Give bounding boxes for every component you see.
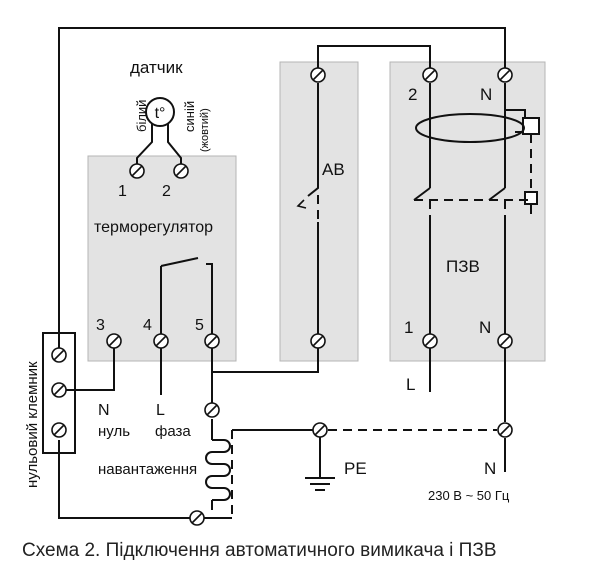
- pe-label: PE: [344, 459, 367, 478]
- sensor-title: датчик: [130, 58, 183, 77]
- sensor-wire-yellow-label: (жовтий): [199, 108, 211, 152]
- wire-neutral-thermostat: [64, 348, 115, 391]
- rcd-terminal-n-top: N: [480, 85, 492, 104]
- thermostat-terminal-2: 2: [162, 183, 171, 200]
- l-letter: L: [156, 402, 165, 419]
- supply-n-label: N: [484, 459, 496, 478]
- n-word: нуль: [98, 423, 130, 440]
- supply-l-label: L: [406, 375, 415, 394]
- rcd-panel: [389, 61, 546, 362]
- supply-spec: 230 В ~ 50 Гц: [428, 488, 510, 503]
- sensor-wire-white-label: білий: [134, 100, 149, 132]
- sensor-wire-blue: [167, 124, 182, 166]
- load-label: навантаження: [98, 461, 197, 478]
- wire-top-neutral: [58, 27, 506, 350]
- rcd-terminal-n-bottom: N: [479, 318, 491, 337]
- wire-load-return: [58, 440, 190, 519]
- breaker-name: АВ: [322, 160, 345, 179]
- thermostat-terminal-5: 5: [195, 317, 204, 334]
- thermostat-terminal-3: 3: [96, 317, 105, 334]
- rcd-terminal-2: 2: [408, 85, 417, 104]
- figure-caption: Схема 2. Підключення автоматичного вимик…: [22, 540, 497, 561]
- l-word: фаза: [155, 423, 191, 440]
- neutral-bus-label: нульовий клемник: [24, 361, 41, 488]
- sensor-symbol: t°: [155, 105, 166, 122]
- thermostat-terminal-4: 4: [143, 317, 152, 334]
- thermostat-name: терморегулятор: [94, 219, 213, 236]
- rcd-name: ПЗВ: [446, 257, 480, 276]
- n-letter: N: [98, 402, 110, 419]
- load-coil: [205, 439, 231, 501]
- thermostat-terminal-1: 1: [118, 183, 127, 200]
- rcd-terminal-1: 1: [404, 318, 413, 337]
- breaker-switch: [307, 83, 319, 197]
- sensor-icon: [145, 97, 175, 127]
- wire-breaker-to-rcd: [317, 45, 431, 75]
- sensor-wire-white: [136, 124, 153, 166]
- sensor-wire-blue-label: синій: [182, 101, 197, 132]
- rcd-toroid: [415, 113, 525, 143]
